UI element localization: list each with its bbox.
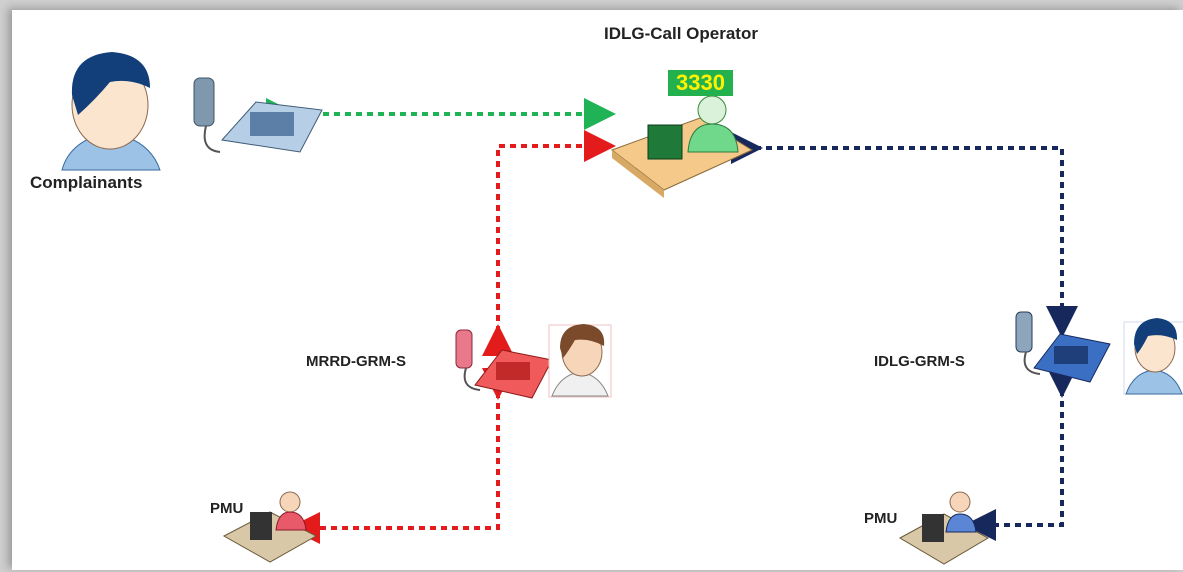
idlg-pmu-link <box>964 366 1078 541</box>
complainants-label: Complainants <box>30 173 143 192</box>
mrrd-pmu-link <box>288 368 514 544</box>
operator-number-badge: 3330 <box>668 70 733 96</box>
complainant-person-icon <box>61 52 161 171</box>
pmu-left-icon <box>222 491 318 563</box>
diagram-frame: IDLG-Call Operator <box>12 10 1183 570</box>
mrrd-person-icon <box>548 324 612 398</box>
idlg-phone-icon <box>1015 311 1111 383</box>
idlg-person-icon <box>1123 318 1183 395</box>
diagram-canvas <box>61 52 1183 565</box>
pmu-right-icon <box>898 491 990 565</box>
complainant-phone-icon <box>193 77 323 153</box>
diagram-title: IDLG-Call Operator <box>604 24 758 43</box>
mrrd-phone-icon <box>455 329 553 399</box>
operator-desk-icon <box>610 95 754 198</box>
mrrd-label: MRRD-GRM-S <box>306 353 406 370</box>
pmu-left-label: PMU <box>210 500 244 517</box>
idlg-label: IDLG-GRM-S <box>874 353 965 370</box>
mrrd-operator-link <box>482 130 616 356</box>
pmu-right-label: PMU <box>864 510 898 527</box>
operator-idlg-link <box>731 132 1078 338</box>
